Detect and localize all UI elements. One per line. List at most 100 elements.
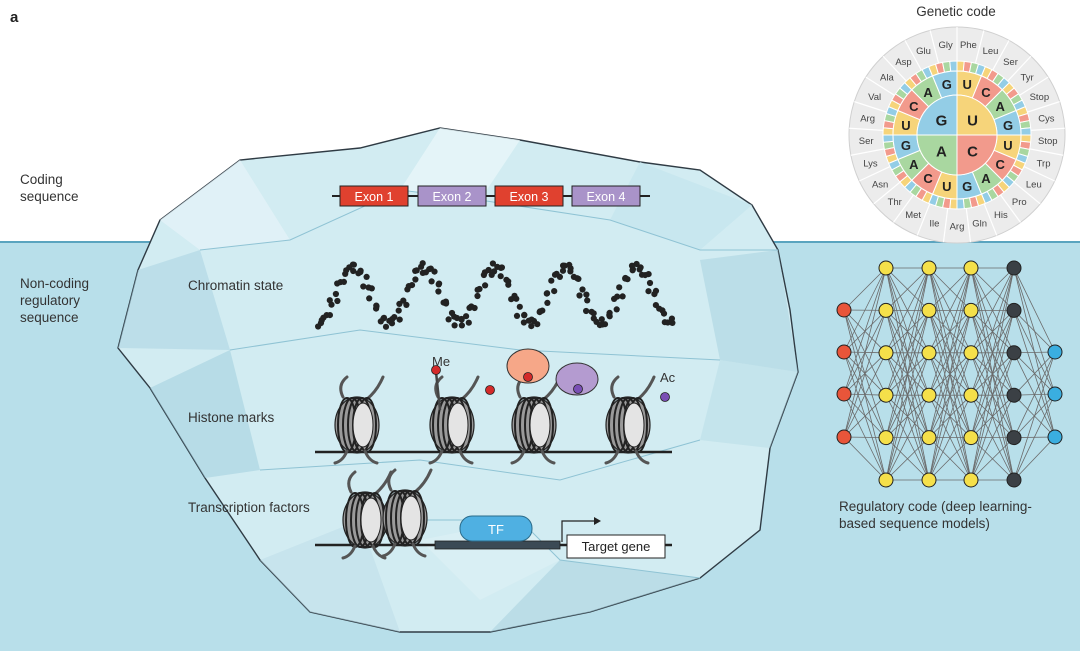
chromatin-bead bbox=[498, 273, 504, 279]
chromatin-bead bbox=[429, 278, 435, 284]
chromatin-bead bbox=[639, 272, 645, 278]
network-node bbox=[1007, 261, 1021, 275]
chromatin-bead bbox=[406, 283, 412, 289]
amino-acid-label: His bbox=[994, 210, 1008, 221]
exon-2-label: Exon 2 bbox=[433, 190, 472, 204]
chromatin-bead bbox=[599, 321, 605, 327]
noncoding-label-line3: sequence bbox=[20, 310, 79, 325]
chromatin-bead bbox=[431, 269, 437, 275]
acetyl-mark bbox=[661, 393, 670, 402]
chromatin-bead bbox=[452, 322, 458, 328]
network-node bbox=[879, 261, 893, 275]
network-node bbox=[879, 473, 893, 487]
amino-acid-label: Leu bbox=[1026, 179, 1042, 190]
network-node bbox=[837, 345, 851, 359]
network-node bbox=[922, 261, 936, 275]
amino-acid-label: Arg bbox=[860, 113, 875, 124]
network-node bbox=[879, 431, 893, 445]
network-node bbox=[1007, 473, 1021, 487]
amino-acid-label: Leu bbox=[983, 46, 999, 57]
chromatin-bead bbox=[358, 268, 364, 274]
amino-acid-label: Val bbox=[868, 92, 881, 103]
chromatin-bead bbox=[521, 312, 527, 318]
ac-label: Ac bbox=[660, 370, 676, 385]
chromatin-bead bbox=[661, 311, 667, 317]
noncoding-label-line1: Non-coding bbox=[20, 276, 89, 291]
chromatin-bead bbox=[669, 320, 675, 326]
chromatin-bead bbox=[646, 271, 652, 277]
chromatin-bead bbox=[491, 268, 497, 274]
network-node bbox=[837, 430, 851, 444]
network-node bbox=[922, 431, 936, 445]
exon-2: Exon 2 bbox=[418, 186, 486, 206]
transcription-factors-label: Transcription factors bbox=[188, 500, 310, 515]
network-node bbox=[922, 473, 936, 487]
network-node bbox=[964, 346, 978, 360]
chromatin-bead bbox=[338, 279, 344, 285]
chromatin-bead bbox=[576, 292, 582, 298]
network-node bbox=[837, 303, 851, 317]
amino-acid-label: Stop bbox=[1038, 136, 1058, 147]
network-node bbox=[879, 388, 893, 402]
amino-acid-label: Thr bbox=[888, 197, 902, 208]
chromatin-bead bbox=[446, 316, 452, 322]
exon-1-label: Exon 1 bbox=[355, 190, 394, 204]
chromatin-bead bbox=[567, 268, 573, 274]
amino-acid-label: Glu bbox=[916, 46, 931, 57]
chromatin-bead bbox=[389, 316, 395, 322]
middle-base: U bbox=[962, 77, 971, 92]
chromatin-bead bbox=[333, 291, 339, 297]
chromatin-bead bbox=[517, 304, 523, 310]
middle-base: C bbox=[996, 157, 1006, 172]
tf-label: TF bbox=[488, 522, 504, 537]
target-gene-label: Target gene bbox=[582, 539, 651, 554]
chromatin-bead bbox=[583, 308, 589, 314]
chromatin-bead bbox=[420, 260, 426, 266]
amino-acid-label: Ser bbox=[859, 136, 874, 147]
chromatin-bead bbox=[499, 264, 505, 270]
chromatin-bead bbox=[373, 306, 379, 312]
panel-label: a bbox=[10, 9, 19, 26]
first-base: C bbox=[967, 144, 978, 161]
binding-site bbox=[435, 541, 560, 549]
chromatin-bead bbox=[436, 281, 442, 287]
middle-base: C bbox=[981, 85, 991, 100]
amino-acid-label: Tyr bbox=[1021, 72, 1034, 83]
chromatin-bead bbox=[400, 298, 406, 304]
middle-base: A bbox=[909, 157, 919, 172]
middle-base: G bbox=[942, 77, 952, 92]
amino-acid-label: Arg bbox=[950, 222, 965, 233]
amino-acid-label: Pro bbox=[1012, 197, 1027, 208]
amino-acid-label: Phe bbox=[960, 40, 977, 51]
middle-base: U bbox=[942, 179, 951, 194]
chromatin-bead bbox=[315, 323, 321, 329]
regulatory-code-label-line2: based sequence models) bbox=[839, 516, 990, 531]
network-node bbox=[964, 431, 978, 445]
amino-acid-label: Asn bbox=[872, 179, 888, 190]
chromatin-bead bbox=[381, 315, 387, 321]
network-node bbox=[1007, 431, 1021, 445]
chromatin-bead bbox=[620, 293, 626, 299]
chromatin-bead bbox=[647, 280, 653, 286]
chromatin-bead bbox=[343, 267, 349, 273]
network-node bbox=[922, 388, 936, 402]
chromatin-bead bbox=[412, 268, 418, 274]
network-node bbox=[1048, 430, 1062, 444]
chromatin-bead bbox=[327, 312, 333, 318]
histone-marks-label: Histone marks bbox=[188, 410, 275, 425]
amino-acid-label: Trp bbox=[1037, 159, 1051, 170]
chromatin-bead bbox=[397, 317, 403, 323]
amino-acid-label: Ser bbox=[1003, 57, 1018, 68]
chromatin-bead bbox=[320, 315, 326, 321]
middle-base: A bbox=[923, 85, 933, 100]
chromatin-bead bbox=[560, 268, 566, 274]
chromatin-bead bbox=[443, 300, 449, 306]
network-node bbox=[879, 346, 893, 360]
genetic-code-wheel: UCAGUCAGUCAGUCAGUCAGPheLeuSerTyrStopCysS… bbox=[849, 27, 1065, 243]
chromatin-bead bbox=[656, 306, 662, 312]
chromatin-bead bbox=[537, 308, 543, 314]
middle-base: G bbox=[1003, 118, 1013, 133]
chromatin-bead bbox=[435, 288, 441, 294]
chromatin-bead bbox=[412, 276, 418, 282]
chromatin-bead bbox=[360, 283, 366, 289]
